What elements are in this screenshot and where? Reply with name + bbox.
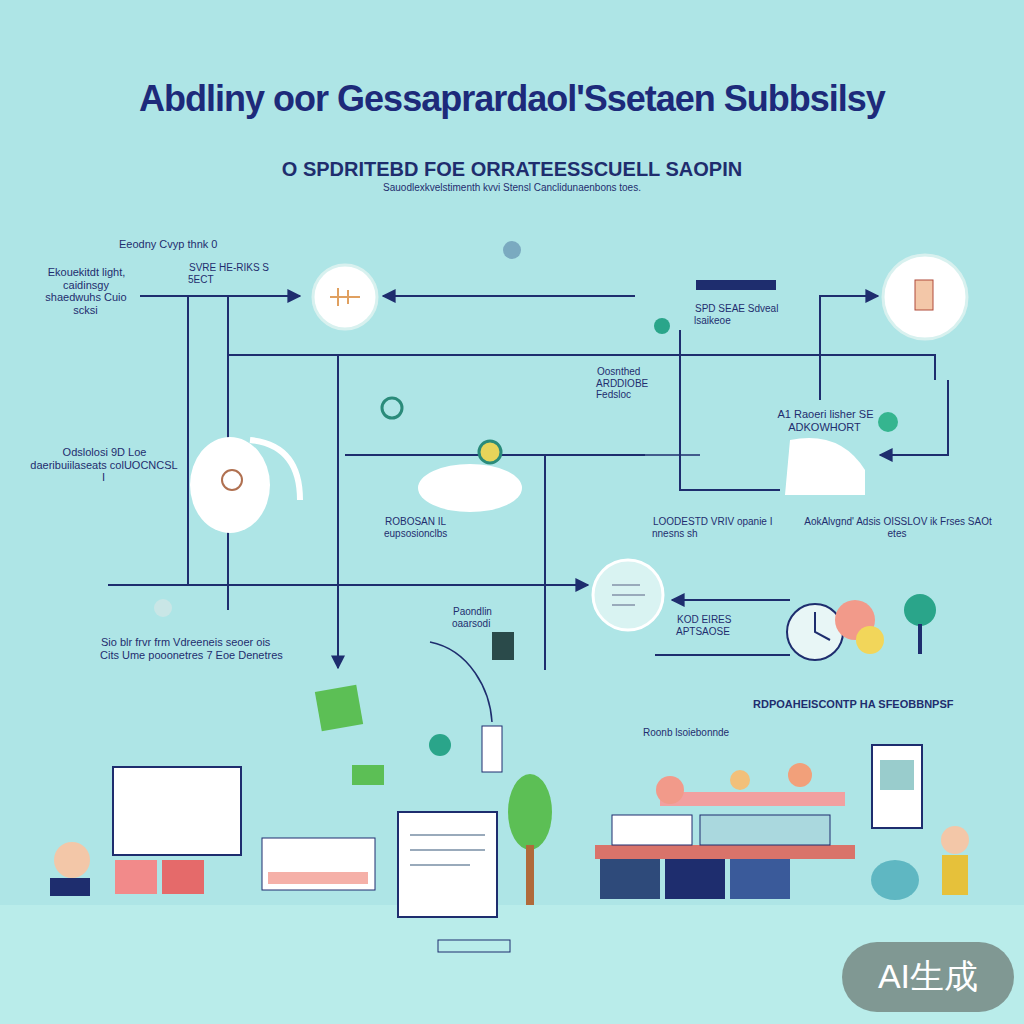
- label-span: Sauodlexkvelstimenth kvvi Stensl Canclid…: [382, 182, 642, 193]
- label-text: Sio blr frvr frm Vdreeneis seoer ois Cit…: [100, 636, 290, 661]
- label-text: Ekouekitdt light, caidinsgy shaedwuhs Cu…: [36, 266, 136, 317]
- floor-band: [0, 905, 1024, 1024]
- label-text: SPD SEAE Sdveal lsaikeoe: [694, 303, 780, 326]
- label-span: Odslolosi 9D Loe daeribuiilaseats colUOC…: [30, 446, 177, 483]
- label-text: ROBOSAN IL eupsosionclbs: [384, 516, 494, 539]
- office-scene: [50, 745, 969, 952]
- watermark-pill: AI生成: [842, 942, 1014, 1012]
- blob-shapes: [154, 241, 898, 617]
- label-span: Sio blr frvr frm Vdreeneis seoer ois Cit…: [100, 636, 284, 661]
- label-text: Oosnthed ARDDIOBE Fedsloc: [596, 366, 672, 401]
- label-text: A1 Raoeri lisher SE ADKOWHORT: [770, 408, 880, 433]
- watermark-text: AI生成: [878, 957, 978, 996]
- label-text: Roonb lsoiebonnde: [642, 727, 812, 739]
- label-span: LOODESTD VRIV opanie I nnesns sh: [652, 516, 773, 539]
- label-span: A1 Raoeri lisher SE ADKOWHORT: [777, 408, 874, 433]
- icon-circles: [313, 255, 967, 660]
- label-text: O SPDRITEBD FOE ORRATEESSCUELL SAOPIN: [262, 158, 762, 181]
- label-span: Roonb lsoiebonnde: [642, 727, 730, 738]
- label-span: Oosnthed ARDDIOBE Fedsloc: [596, 366, 648, 400]
- label-text: SVRE HE-RIKS S 5ECT: [188, 262, 283, 285]
- label-span: RDPOAHEISCONTP HA SFEOBBNPSF: [752, 698, 954, 710]
- label-span: ROBOSAN IL eupsosionclbs: [384, 516, 448, 539]
- title: Abdliny oor Gessaprardaol'Ssetaen Subbsi…: [20, 78, 1004, 119]
- label-text: LOODESTD VRIV opanie I nnesns sh: [652, 516, 787, 539]
- label-text: Paondlin oaarsodi: [452, 606, 518, 629]
- label-span: KOD EIRES APTSAOSE: [676, 614, 731, 637]
- label-text: KOD EIRES APTSAOSE: [676, 614, 772, 637]
- label-span: Paondlin oaarsodi: [452, 606, 492, 629]
- label-span: AokAlvgnd' Adsis OISSLOV ik Frses SAOt e…: [803, 516, 992, 539]
- label-text: Sauodlexkvelstimenth kvvi Stensl Canclid…: [290, 182, 734, 194]
- label-span: Ekouekitdt light, caidinsgy shaedwuhs Cu…: [45, 266, 126, 316]
- label-span: Eeodny Cvyp thnk 0: [118, 238, 218, 250]
- label-span: O SPDRITEBD FOE ORRATEESSCUELL SAOPIN: [281, 158, 743, 180]
- label-text: RDPOAHEISCONTP HA SFEOBBNPSF: [752, 698, 984, 711]
- label-span: SPD SEAE Sdveal lsaikeoe: [694, 303, 778, 326]
- label-text: AokAlvgnd' Adsis OISSLOV ik Frses SAOt e…: [800, 516, 995, 539]
- label-text: Odslolosi 9D Loe daeribuiilaseats colUOC…: [30, 446, 178, 484]
- label-text: Eeodny Cvyp thnk 0: [118, 238, 268, 251]
- label-span: SVRE HE-RIKS S 5ECT: [188, 262, 269, 285]
